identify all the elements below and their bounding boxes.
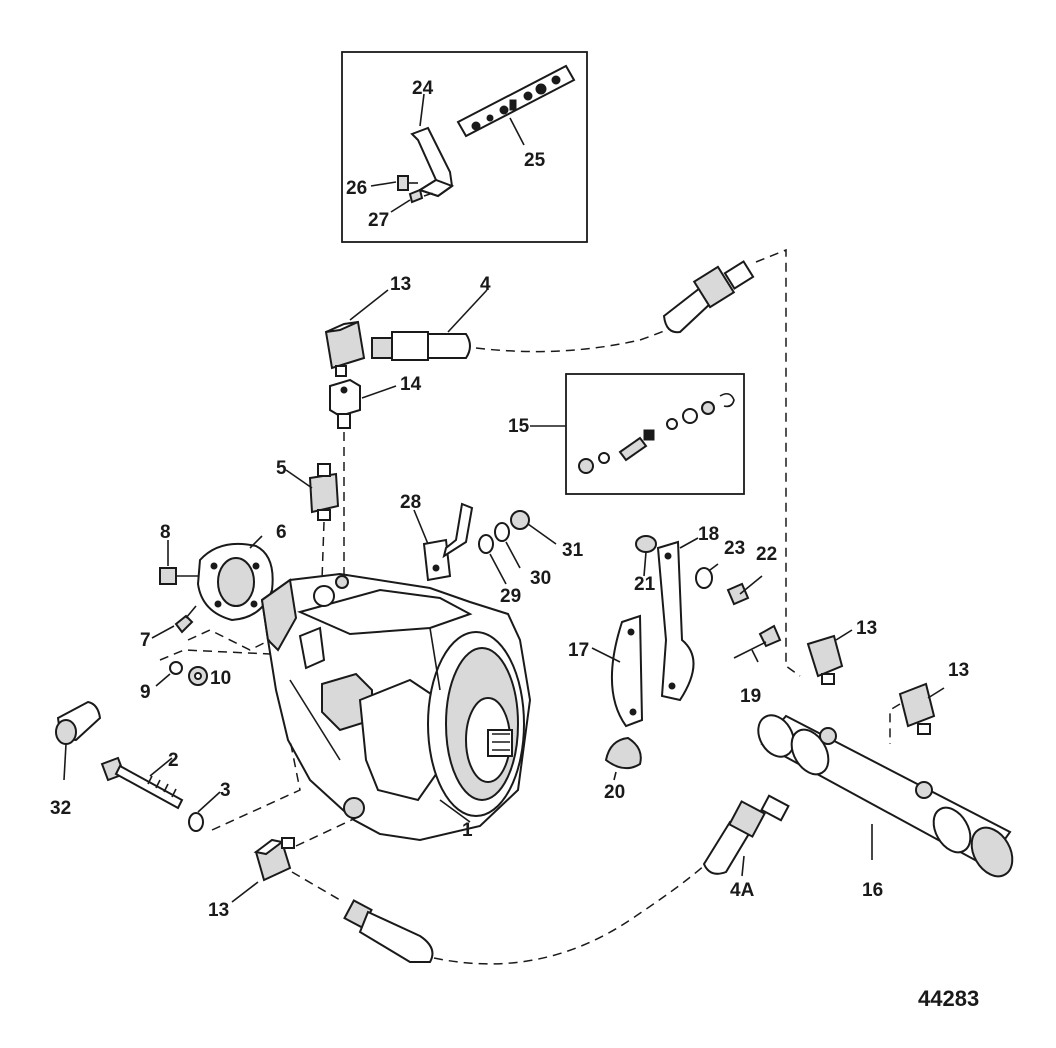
callout-25: 25	[524, 150, 546, 171]
callout-24: 24	[412, 78, 434, 99]
callout-10: 10	[210, 668, 231, 689]
clamps-and-hardware	[591, 535, 853, 781]
hardware-kit-15	[530, 373, 745, 495]
callout-29: 29	[500, 586, 521, 607]
inset-bracket-kit	[341, 51, 588, 243]
callout-32: 32	[50, 798, 71, 819]
callout-labels: 1 2 3 4 4A 5 6 7 8 9 10 13 13 13 13 14 1…	[50, 78, 969, 921]
hardware-7-9-10	[151, 605, 271, 687]
callout-31: 31	[562, 540, 584, 561]
callout-21: 21	[634, 574, 656, 595]
callout-2: 2	[168, 750, 179, 771]
water-fitting-lower-left	[231, 815, 711, 965]
callout-16: 16	[862, 880, 883, 901]
callout-4: 4	[480, 274, 491, 295]
callout-27: 27	[368, 210, 389, 231]
callout-13-right-a: 13	[856, 618, 877, 639]
figure-number: 44283	[918, 986, 979, 1011]
callout-14: 14	[400, 374, 422, 395]
callout-17: 17	[568, 640, 589, 661]
flange-6	[159, 535, 274, 622]
water-fitting-upper-right	[662, 248, 801, 677]
transmission-housing-1	[260, 572, 532, 842]
callout-28: 28	[400, 492, 421, 513]
callout-6: 6	[276, 522, 287, 543]
callout-13-lower: 13	[208, 900, 229, 921]
callout-18: 18	[698, 524, 719, 545]
bracket-28-and-washers	[413, 502, 557, 585]
callout-20: 20	[604, 782, 625, 803]
callout-13-right-b: 13	[948, 660, 969, 681]
callout-13-upper: 13	[390, 274, 411, 295]
callout-3: 3	[220, 780, 231, 801]
water-fitting-4a	[702, 794, 790, 877]
callout-8: 8	[160, 522, 171, 543]
sensor-5	[285, 432, 345, 581]
callout-19: 19	[740, 686, 761, 707]
part-32	[55, 700, 102, 781]
callout-5: 5	[276, 458, 287, 479]
callout-22: 22	[756, 544, 777, 565]
water-fitting-upper	[324, 289, 691, 429]
cooler-16	[757, 682, 1014, 878]
callout-1: 1	[462, 820, 473, 841]
callout-7: 7	[140, 630, 151, 651]
callout-23: 23	[724, 538, 745, 559]
callout-15: 15	[508, 416, 530, 437]
callout-9: 9	[140, 682, 151, 703]
callout-30: 30	[530, 568, 551, 589]
callout-26: 26	[346, 178, 367, 199]
callout-4a: 4A	[730, 880, 755, 901]
bolt-2	[100, 739, 301, 832]
